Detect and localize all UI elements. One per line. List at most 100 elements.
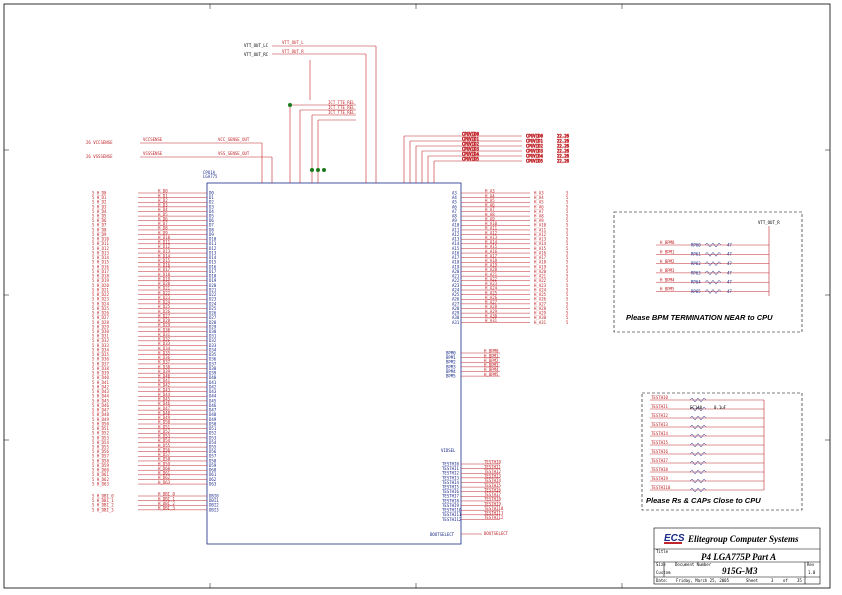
- data-offpage-label: 5 H_D32: [92, 338, 109, 343]
- cpu-pin-name: D49: [209, 417, 217, 422]
- bpm-resistor-value: 47: [727, 252, 732, 257]
- cpu-pin-name: TESTHI8: [442, 498, 459, 503]
- data-offpage-label: 5 H_D45: [92, 398, 109, 403]
- data-net-label: H_D61: [158, 471, 171, 476]
- cpu-pin-name: D33: [209, 343, 217, 348]
- bpm-term-net: H_BPM3: [660, 268, 675, 273]
- cpu-pin-name: D45: [209, 398, 217, 403]
- data-offpage-label: 5 H_D13: [92, 250, 109, 255]
- addr-offpage-label: H_A21: [534, 274, 547, 279]
- bpm-resistor-value: 47: [727, 289, 732, 294]
- data-offpage-label: 5 H_D55: [92, 445, 109, 450]
- cpu-ref: CPU1A: [203, 170, 216, 175]
- addr-offpage-label: H_A30: [534, 315, 547, 320]
- data-offpage-label: 5 H_D5: [92, 214, 107, 219]
- addr-net-label: H_A14: [485, 240, 498, 245]
- cpu-pin-name: TESTHI11: [442, 512, 462, 517]
- cpu-pin-name: D48: [209, 412, 217, 417]
- cpu-pin-name: D23: [209, 297, 217, 302]
- data-offpage-label: 5 H_D6: [92, 218, 107, 223]
- data-offpage-label: 5 H_D4: [92, 209, 107, 214]
- cpu-pin-name: D28: [209, 320, 217, 325]
- data-offpage-label: 5 H_D40: [92, 375, 109, 380]
- data-offpage-label: 5 H_D46: [92, 403, 109, 408]
- addr-page-ref: 5: [566, 287, 569, 292]
- cpu-pin-name: TESTHI6: [442, 489, 459, 494]
- data-net-label: H_D33: [158, 341, 171, 346]
- addr-net-label: H_A6: [485, 203, 495, 208]
- dbi-offpage-label: 5 H_DBI_1: [92, 498, 114, 503]
- bpm-resistor-ref: RP60: [691, 242, 701, 247]
- addr-page-ref: 5: [566, 227, 569, 232]
- cpu-pin-name: DBI2: [209, 503, 219, 508]
- vid-net-label: CPUVID1: [462, 137, 479, 142]
- data-offpage-label: 5 H_D57: [92, 454, 109, 459]
- addr-page-ref: 5: [566, 315, 569, 320]
- data-offpage-label: 5 H_D23: [92, 297, 109, 302]
- company-name: Elitegroup Computer Systems: [687, 534, 799, 544]
- test-net-label: TESTHI4: [484, 478, 501, 483]
- cpu-pin-name: TESTHI1: [442, 466, 459, 471]
- cpu-pin-name: D10: [209, 237, 217, 242]
- cpu-pin-name: A14: [452, 241, 460, 246]
- addr-page-ref: 5: [566, 311, 569, 316]
- cpu-pin-name: D3: [209, 204, 214, 209]
- test-net-label: TESTHI0: [484, 460, 501, 465]
- cpu-pin-name: A23: [452, 283, 460, 288]
- addr-offpage-label: H_A20: [534, 269, 547, 274]
- cpu-pin-name: BPM3: [446, 364, 456, 369]
- rs-net-label: TESTHI7: [651, 458, 668, 463]
- cpu-pin-name: D53: [209, 435, 217, 440]
- cpu-pin-name: A3: [452, 190, 457, 195]
- data-net-label: H_D32: [158, 337, 171, 342]
- sheet-title: P4 LGA775P Part A: [701, 552, 776, 562]
- data-offpage-label: 5 H_D27: [92, 315, 109, 320]
- data-net-label: H_D42: [158, 383, 171, 388]
- junction-dot: [316, 168, 320, 172]
- cpu-pin-name: BPM2: [446, 360, 456, 365]
- test-net-label: TESTHI7: [484, 492, 501, 497]
- data-offpage-label: 5 H_D24: [92, 301, 109, 306]
- rs-caps-box: [641, 392, 803, 511]
- vtt-out-lc-label: VTT_OUT_LC: [244, 43, 269, 48]
- data-net-label: H_D31: [158, 332, 171, 337]
- data-net-label: H_D28: [158, 318, 171, 323]
- cpu-pin-name: D46: [209, 403, 217, 408]
- vid-page-ref: 22,26: [557, 148, 570, 153]
- bpm-resistor-ref: RP62: [691, 261, 701, 266]
- cpu-pin-name: D55: [209, 445, 217, 450]
- cpu-pin-name: A25: [452, 292, 460, 297]
- data-offpage-label: 5 H_D18: [92, 274, 109, 279]
- cpu-pin-name: D6: [209, 218, 214, 223]
- data-offpage-label: 5 H_D10: [92, 237, 109, 242]
- data-offpage-label: 5 H_D50: [92, 421, 109, 426]
- rs-net-label: TESTHI4: [651, 431, 668, 436]
- data-offpage-label: 5 H_D48: [92, 412, 109, 417]
- vid-page-ref: 22,26: [557, 133, 570, 138]
- data-offpage-label: 5 H_D52: [92, 431, 109, 436]
- addr-offpage-label: H_A23: [534, 283, 547, 288]
- cpu-pin-name: D12: [209, 246, 217, 251]
- addr-net-label: H_A25: [485, 290, 498, 295]
- junction-dot: [288, 103, 292, 107]
- bpm-resistor-ref: RP65: [691, 289, 701, 294]
- test-net-label: TESTHI2: [484, 469, 501, 474]
- addr-offpage-label: H_A12: [534, 232, 547, 237]
- addr-net-label: H_A4: [485, 193, 495, 198]
- data-offpage-label: 5 H_D62: [92, 477, 109, 482]
- addr-offpage-label: H_A16: [534, 250, 547, 255]
- cpu-pin-name: D17: [209, 269, 217, 274]
- rs-caps-network: TESTHI0TESTHI1TESTHI2TESTHI3TESTHI4TESTH…: [650, 395, 765, 493]
- addr-page-ref: 5: [566, 320, 569, 325]
- test-net-label: TESTHI10: [484, 506, 504, 511]
- junction-dot: [310, 168, 314, 172]
- cpu-pin-name: A26: [452, 297, 460, 302]
- cpu-pin-name: A27: [452, 301, 460, 306]
- data-offpage-label: 5 H_D8: [92, 227, 107, 232]
- size-value: Custom: [656, 570, 671, 575]
- dbi-offpage-label: 5 H_DBI_2: [92, 503, 114, 508]
- resistor-symbol: [704, 289, 722, 294]
